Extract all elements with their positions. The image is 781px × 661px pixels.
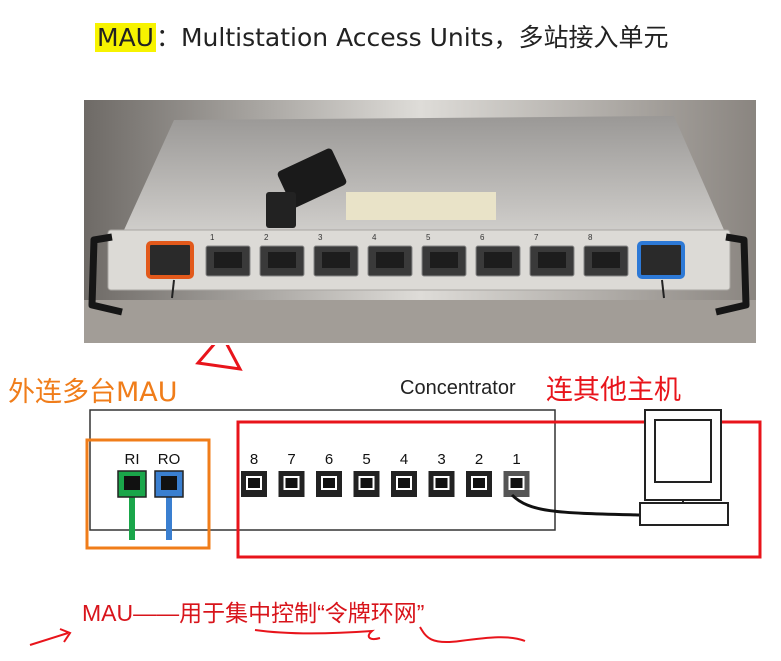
photo-port-label: 1 <box>210 233 215 242</box>
photo-port-3: 3 <box>313 233 359 277</box>
ro-label: RO <box>158 451 181 468</box>
station-port-label: 1 <box>512 451 520 468</box>
photo-port-7: 7 <box>529 233 575 277</box>
ri-label: RI <box>125 451 140 468</box>
photo-port-label: 3 <box>318 233 323 242</box>
station-port-label: 2 <box>475 451 483 468</box>
photo-port-1: 1 <box>205 233 251 277</box>
station-port-4: 4 <box>391 451 417 497</box>
photo-port-4: 4 <box>367 233 413 277</box>
photo-port-5: 5 <box>421 233 467 277</box>
photo-port-2: 2 <box>259 233 305 277</box>
station-port-label: 3 <box>437 451 445 468</box>
station-port-label: 7 <box>287 451 295 468</box>
photo-port-label: 6 <box>480 233 485 242</box>
station-port-1: 1 <box>503 451 530 497</box>
photo-port-label: 8 <box>588 233 593 242</box>
bottom-note: MAU——用于集中控制“令牌环网” <box>82 600 425 626</box>
photo-port-label: 4 <box>372 233 377 242</box>
station-port-8: 8 <box>241 451 267 497</box>
host-computer-icon <box>639 409 729 526</box>
ri-port-photo <box>146 241 194 279</box>
photo-port-6: 6 <box>475 233 521 277</box>
station-port-3: 3 <box>428 451 455 497</box>
station-ports-highlight <box>236 420 762 559</box>
station-port-label: 4 <box>400 451 408 468</box>
title-rest: ：Multistation Access Units，多站接入单元 <box>155 23 669 52</box>
photo-port-label: 5 <box>426 233 431 242</box>
photo-port-8: 8 <box>583 233 629 277</box>
annotation-external-mau: 外连多台MAU <box>8 377 178 408</box>
photo-port-label: 7 <box>534 233 539 242</box>
photo-port-label: 2 <box>264 233 269 242</box>
mau-device-photo: 1 2 3 4 5 6 7 8 <box>84 100 756 343</box>
concentrator-label: Concentrator <box>400 377 516 399</box>
station-port-7: 7 <box>278 451 305 497</box>
concentrator-diagram: RI RO 8 7 6 5 4 3 2 1 <box>29 345 762 646</box>
triangle-mark-icon <box>195 345 243 371</box>
station-port-2: 2 <box>466 451 492 497</box>
station-port-6: 6 <box>316 451 342 497</box>
station-port-label: 8 <box>250 451 258 468</box>
ring-ports-highlight <box>85 438 211 550</box>
page-title: MAU：Multistation Access Units，多站接入单元 <box>95 18 669 54</box>
station-port-label: 5 <box>362 451 370 468</box>
station-port-5: 5 <box>353 451 380 497</box>
title-highlight: MAU <box>95 23 156 52</box>
concentrator-box <box>89 409 556 531</box>
ro-port-photo <box>637 241 685 279</box>
station-port-label: 6 <box>325 451 333 468</box>
annotation-other-hosts: 连其他主机 <box>546 375 681 406</box>
